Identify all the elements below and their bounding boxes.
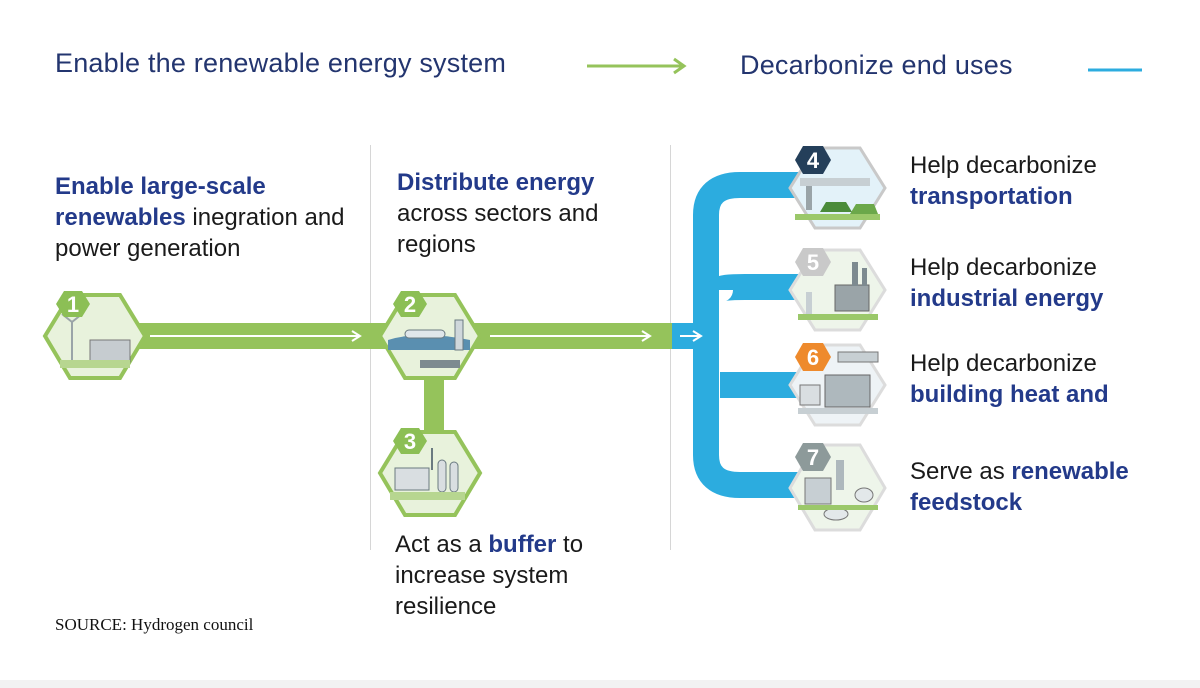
step-7-description: Serve as renewable feedstock — [910, 456, 1170, 518]
building-heating-icon — [798, 351, 879, 414]
right-arrow-icon — [587, 57, 687, 75]
step-5-description: Help decarbonize industrial energy — [910, 252, 1190, 314]
step-3-strong: buffer — [488, 531, 557, 558]
step-3-rest: to increase system resilience — [395, 531, 584, 620]
step-6-strong: building heat and — [910, 381, 1109, 408]
step-3-lead: Act as a — [395, 531, 489, 558]
step-4-description: Help decarbonize transportation — [910, 150, 1190, 212]
step-2-strong: Distribute energy — [397, 169, 595, 196]
step-number-5: 5 — [807, 250, 819, 275]
hex-step-2: 2 — [377, 291, 483, 380]
hex-step-3: 3 — [377, 428, 483, 517]
step-4-lead: Help decarbonize — [910, 152, 1097, 179]
step-number-3: 3 — [404, 429, 416, 454]
header-left-title: Enable the renewable energy system — [55, 48, 507, 78]
step-number-2: 2 — [404, 292, 416, 317]
step-5-lead: Help decarbonize — [910, 254, 1097, 281]
step-2-description: Distribute energy across sectors and reg… — [397, 167, 637, 260]
hex-step-4: 4 — [788, 146, 887, 230]
step-4-strong: transportation — [910, 183, 1073, 210]
hex-step-5: 5 — [788, 248, 887, 332]
bottom-strip — [0, 680, 1200, 688]
blue-distribution-pipe — [672, 172, 800, 498]
step-6-lead: Help decarbonize — [910, 350, 1097, 377]
step-number-7: 7 — [807, 445, 819, 470]
step-7-lead: Serve as — [910, 458, 1012, 485]
step-1-strong: Enable large-scale renewables — [55, 173, 266, 231]
step-1-description: Enable large-scale renewables inegration… — [55, 171, 355, 264]
fueling-station-cars-icon — [795, 178, 880, 220]
header-right-title: Decarbonize end uses — [740, 50, 1013, 80]
hex-step-1: 1 — [42, 291, 148, 380]
hex-step-6: 6 — [788, 343, 887, 427]
step-3-description: Act as a buffer to increase system resil… — [395, 529, 595, 622]
storage-tanks-icon — [390, 448, 465, 500]
factory-icon — [798, 262, 878, 320]
step-5-strong: industrial energy — [910, 285, 1104, 312]
green-branch-pipe — [424, 375, 444, 435]
step-number-6: 6 — [807, 345, 819, 370]
step-1-rest: inegration and power generation — [55, 204, 345, 262]
step-number-4: 4 — [807, 148, 820, 173]
step-number-1: 1 — [67, 292, 79, 317]
step-6-description: Help decarbonize building heat and — [910, 348, 1190, 410]
source-note: SOURCE: Hydrogen council — [55, 615, 254, 634]
step-2-rest: across sectors and regions — [397, 200, 599, 258]
chemical-plant-feedstock-icon — [798, 460, 878, 521]
step-7-strong: renewable feedstock — [910, 458, 1129, 516]
hex-step-7: 7 — [788, 443, 887, 532]
ship-pipeline-distribution-icon — [388, 319, 470, 368]
